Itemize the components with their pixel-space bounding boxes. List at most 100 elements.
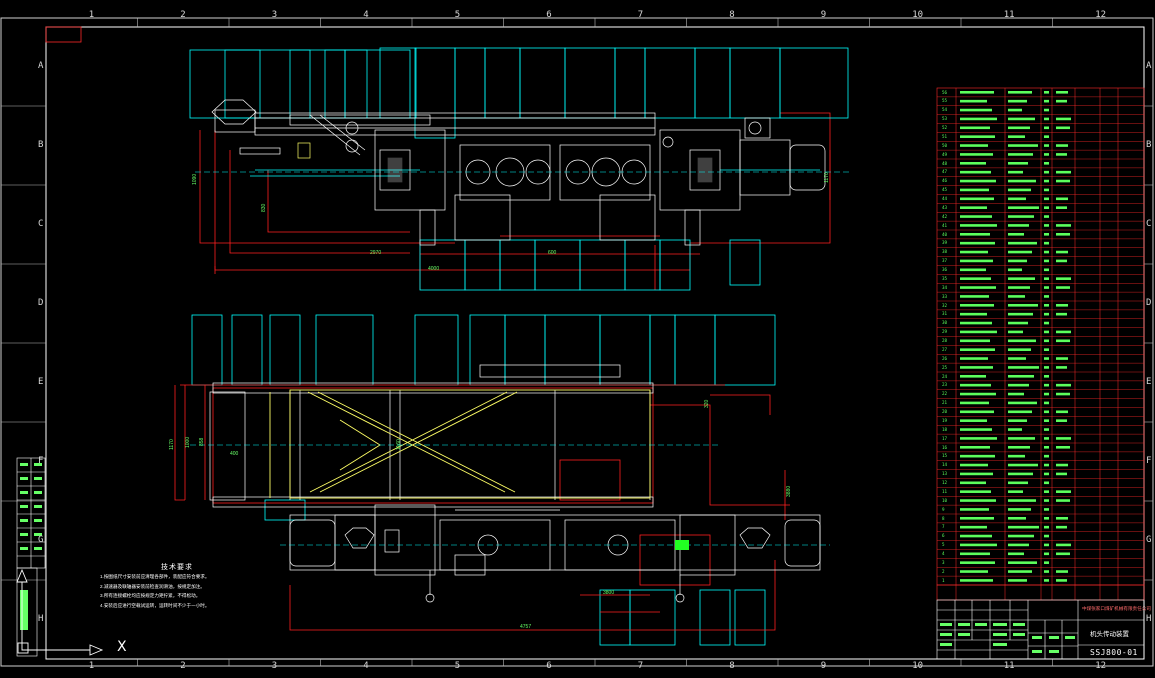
zone-column-label: 5: [454, 661, 461, 671]
bom-row-index: 32: [942, 302, 948, 308]
dim-text: 1000: [185, 437, 191, 448]
zone-column-label: 6: [546, 661, 552, 671]
bom-row-index: 56: [942, 89, 948, 95]
zone-row-label: E: [38, 376, 44, 387]
cursor-crosshair-label: X: [117, 639, 127, 655]
title-block: [936, 599, 1145, 660]
bom-row-index: 8: [942, 515, 945, 521]
bom-row-index: 46: [942, 178, 948, 184]
drawing-number: SSJ800-01: [1090, 648, 1138, 657]
zone-column-label: 11: [1003, 10, 1015, 20]
bom-row-index: 15: [942, 453, 948, 459]
zone-column-label: 6: [546, 10, 552, 20]
zone-column-label: 10: [912, 661, 924, 671]
technical-note-item: 2.减速器及联轴器安装前检查润滑油，按规定加注。: [100, 583, 205, 589]
bom-row-index: 48: [942, 160, 948, 166]
title-block-marks: [940, 623, 1075, 653]
bom-row-index: 50: [942, 142, 948, 148]
zone-ticks: [1, 18, 1153, 666]
bom-row-index: 31: [942, 311, 948, 317]
bom-row-index: 35: [942, 275, 948, 281]
zone-column-label: 4: [363, 661, 369, 671]
bom-row-index: 7: [942, 524, 945, 530]
zone-row-label: D: [38, 297, 44, 308]
zone-row-label: B: [38, 139, 44, 150]
bom-row-index: 13: [942, 471, 948, 477]
bom-row-index: 26: [942, 355, 948, 361]
dim-text: 600: [548, 250, 557, 256]
zone-column-label: 1: [88, 661, 95, 671]
zone-row-label: F: [38, 455, 44, 466]
technical-note-item: 4.安装后应进行空载试运转，运转时间不少于一小时。: [100, 602, 210, 608]
left-margin-block: [16, 457, 46, 657]
bom-row-index: 1: [942, 577, 945, 583]
bom-row-index: 4: [942, 551, 945, 556]
bom-row-index: 38: [942, 249, 948, 255]
zone-column-label: 9: [820, 10, 827, 20]
zone-column-label: 2: [180, 10, 186, 20]
company-name: 中煤张家口煤矿机械有限责任公司: [1082, 606, 1151, 611]
left-margin-marks: [20, 463, 42, 630]
bom-row-index: 51: [942, 133, 948, 139]
bom-row-index: 20: [942, 409, 948, 414]
bom-row-index: 55: [942, 98, 948, 104]
bom-row-index: 17: [942, 435, 948, 441]
bom-row-index: 28: [942, 338, 948, 343]
zone-column-label: 3: [271, 10, 278, 20]
zone-column-label: 11: [1003, 661, 1015, 671]
bom-row-index: 30: [942, 320, 948, 326]
technical-notes: 技术要求 1.按图纸尺寸安装前应清理各部件，装配应符合要求。 2.减速器及联轴器…: [100, 563, 290, 610]
bom-row-index: 44: [942, 196, 948, 201]
bom-row-index: 33: [942, 293, 948, 299]
zone-column-label: 1: [88, 10, 95, 20]
dim-text: 1170: [824, 172, 830, 183]
zone-column-label: 8: [729, 10, 735, 20]
bom-row-index: 18: [942, 426, 948, 432]
zone-row-label: G: [38, 534, 44, 545]
dim-text: 3880: [786, 486, 792, 497]
bom-row-index: 3: [942, 559, 945, 565]
zone-column-label: 10: [912, 10, 924, 20]
drawing-title: 机头传动装置: [1090, 631, 1129, 638]
dim-text: 1170: [169, 439, 175, 450]
bom-row-index: 16: [942, 444, 948, 450]
bom-row-index: 41: [942, 222, 948, 228]
zone-row-label: C: [1146, 218, 1152, 229]
dim-text: 320: [704, 399, 710, 408]
zone-row-label: A: [38, 60, 44, 71]
bom-row-index: 24: [942, 373, 948, 379]
bom-row-index: 54: [942, 107, 948, 113]
sheet-outer-border: [0, 17, 1154, 667]
bom-row-index: 11: [942, 488, 948, 494]
zone-column-label: 8: [729, 661, 735, 671]
dim-text: 1160: [396, 439, 402, 450]
zone-row-label: H: [38, 613, 44, 624]
bom-row-index: 37: [942, 258, 948, 264]
dim-text: 1090: [192, 174, 198, 185]
bom-row-index: 47: [942, 169, 948, 175]
zone-column-label: 4: [363, 10, 369, 20]
zone-column-label: 3: [271, 661, 278, 671]
bom-row-index: 22: [942, 391, 948, 397]
zone-row-label: C: [38, 218, 44, 229]
zone-column-label: 7: [637, 661, 644, 671]
dim-text: 4000: [428, 266, 439, 272]
dim-text: 4757: [520, 624, 531, 630]
zone-row-label: D: [1146, 297, 1152, 308]
bom-row-index: 43: [942, 204, 948, 210]
dim-text: 2970: [370, 250, 381, 256]
technical-note-item: 1.按图纸尺寸安装前应清理各部件，装配应符合要求。: [100, 574, 210, 580]
bill-of-materials-grid: [936, 87, 1145, 601]
dim-text: 830: [261, 203, 267, 212]
bom-row-index: 36: [942, 267, 948, 272]
bom-row-index: 21: [942, 400, 948, 406]
zone-row-label: F: [1146, 455, 1152, 466]
dimension-texts: 2970 4000 600 1090 830 1170 1170 1000 85…: [169, 172, 830, 630]
technical-note-item: 3.所有连接螺栓均应按规定力矩拧紧，不得松动。: [100, 593, 201, 599]
bom-row-index: 14: [942, 462, 948, 468]
bom-row-index: 27: [942, 346, 948, 352]
zone-column-label: 7: [637, 10, 644, 20]
bottom-view-section: [174, 314, 830, 646]
